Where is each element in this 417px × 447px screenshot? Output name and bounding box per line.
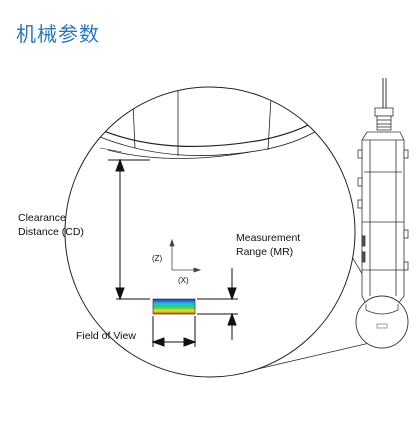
clearance-distance-label-line2: Distance (CD): [18, 226, 84, 238]
sensor-tip: [365, 304, 399, 329]
axis-x-label: (X): [178, 276, 189, 285]
clearance-distance-arrow: [108, 158, 150, 301]
measurement-range-arrows: [197, 268, 238, 340]
field-of-view-spot: [152, 298, 196, 315]
coordinate-axes: [169, 238, 202, 273]
field-of-view-arrows: [151, 316, 197, 347]
page-title: 机械参数: [16, 22, 100, 46]
axis-z-label: (Z): [152, 254, 163, 263]
clearance-distance-label-line1: Clearance: [18, 212, 66, 224]
measurement-range-label-line1: Measurement: [236, 232, 300, 244]
sensor-device: [357, 78, 409, 305]
measurement-range-label-line2: Range (MR): [236, 246, 293, 258]
detail-circle: [355, 295, 409, 349]
field-of-view-label: Field of View: [76, 330, 136, 342]
